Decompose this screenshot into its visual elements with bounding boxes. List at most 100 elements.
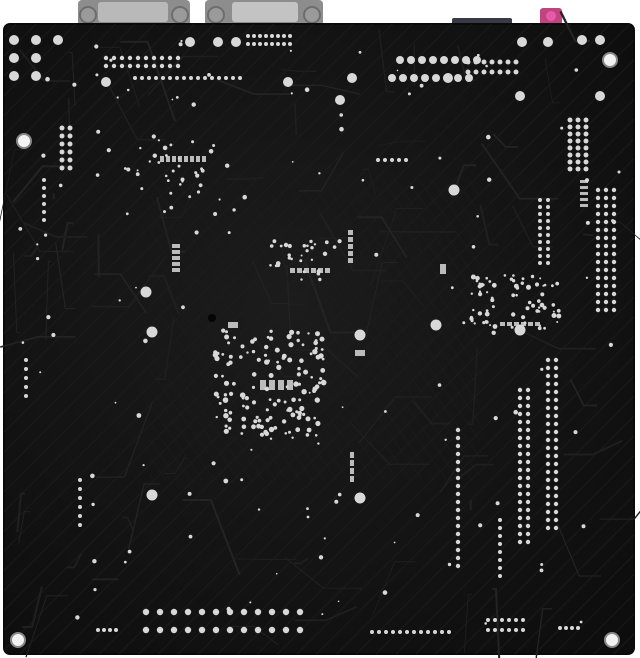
smd-pad	[350, 468, 354, 474]
solder-point	[617, 170, 621, 174]
solder-point	[503, 274, 507, 277]
solder-point	[167, 55, 173, 61]
solder-point	[290, 412, 296, 418]
solder-point	[251, 400, 257, 405]
solder-point	[455, 523, 461, 529]
solder-point	[41, 153, 46, 158]
solder-point	[244, 396, 249, 401]
solder-point	[224, 408, 228, 413]
solder-point	[611, 267, 617, 273]
mount-hole-top-right	[602, 52, 618, 68]
solder-point	[585, 220, 590, 225]
solder-point	[525, 435, 531, 441]
solder-point	[382, 590, 388, 595]
smd-pad	[535, 322, 540, 326]
solder-point	[296, 338, 300, 343]
solder-point	[542, 305, 547, 310]
solder-point	[303, 369, 309, 375]
solder-point	[286, 409, 290, 412]
solder-point	[404, 158, 408, 162]
solder-point	[265, 408, 269, 412]
solder-point	[603, 211, 609, 217]
solder-point	[296, 626, 304, 634]
solder-point	[123, 560, 127, 564]
solder-point	[485, 64, 488, 68]
solder-point	[322, 251, 328, 256]
solder-point	[182, 76, 186, 80]
solder-point	[321, 613, 324, 616]
solder-point	[276, 360, 279, 364]
solder-point	[534, 282, 540, 287]
solder-point	[511, 293, 516, 298]
solder-point	[407, 92, 411, 96]
solder-point	[162, 145, 168, 151]
solder-point	[170, 626, 178, 634]
solder-point	[553, 357, 559, 363]
solder-point	[595, 299, 601, 305]
solder-point	[421, 74, 429, 82]
solder-point	[314, 384, 320, 390]
solder-point	[229, 391, 234, 396]
solder-point	[538, 261, 542, 265]
solder-point	[42, 202, 46, 206]
solder-point	[187, 491, 192, 496]
solder-point	[530, 274, 535, 279]
solder-point	[595, 267, 601, 273]
solder-point	[558, 626, 562, 630]
solder-point	[525, 515, 531, 521]
solder-point	[188, 534, 193, 539]
solder-point	[298, 414, 302, 417]
solder-point	[526, 284, 531, 290]
solder-point	[221, 328, 226, 333]
solder-point	[611, 307, 617, 313]
solder-point	[575, 152, 581, 158]
solder-point	[611, 235, 617, 241]
solder-point	[154, 76, 158, 80]
solder-point	[211, 461, 216, 466]
smd-pad	[172, 268, 180, 272]
solder-point	[484, 622, 488, 625]
smd-pad	[580, 198, 588, 201]
solder-point	[473, 322, 476, 325]
solder-point	[93, 588, 97, 592]
solder-point	[472, 308, 475, 312]
solder-point	[290, 257, 293, 261]
solder-point	[574, 68, 579, 72]
solder-point	[167, 63, 173, 69]
solder-point	[224, 334, 230, 340]
solder-point	[246, 34, 250, 38]
solder-point	[473, 59, 479, 65]
solder-point	[545, 493, 551, 499]
solder-point	[252, 34, 256, 38]
smd-pad	[172, 156, 176, 162]
solder-point	[560, 126, 564, 130]
solder-point	[135, 55, 141, 61]
solder-point	[575, 166, 581, 172]
solder-point	[545, 469, 551, 475]
smd-pads	[160, 156, 588, 482]
solder-point	[249, 601, 252, 604]
solder-point	[9, 71, 19, 81]
solder-point	[540, 563, 544, 566]
solder-point	[288, 42, 292, 46]
solder-point	[275, 572, 278, 575]
solder-point	[525, 499, 531, 505]
solder-point	[175, 96, 179, 99]
solder-point	[72, 82, 77, 87]
solder-point	[511, 312, 516, 317]
solder-point	[482, 321, 486, 325]
solder-point	[200, 167, 204, 171]
solder-point	[252, 42, 256, 46]
smd-pad	[160, 156, 164, 162]
solder-point	[136, 169, 139, 172]
solder-point	[507, 618, 511, 622]
solder-point	[546, 261, 550, 265]
solder-point	[171, 169, 175, 173]
solder-point	[354, 329, 366, 341]
solder-point	[267, 359, 271, 363]
solder-point	[567, 145, 573, 151]
solder-point	[75, 615, 80, 620]
smd-pad	[350, 452, 354, 458]
solder-point	[67, 125, 73, 131]
solder-point	[101, 77, 111, 87]
